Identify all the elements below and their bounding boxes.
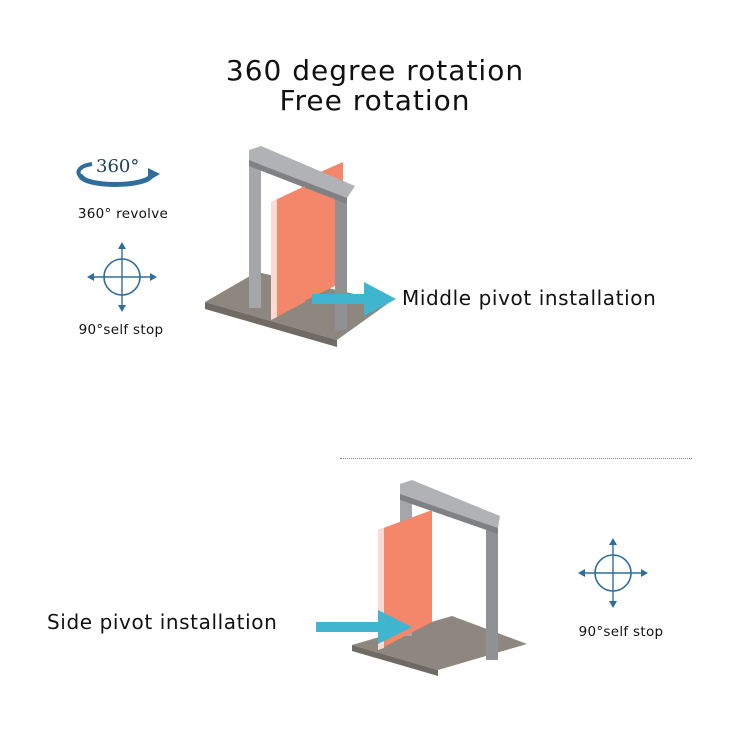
middle-pivot-label: Middle pivot installation — [402, 286, 657, 310]
revolve-label: 360° revolve — [77, 206, 169, 222]
side-pivot-arrow — [316, 610, 412, 644]
middle-pivot-door-illustration — [205, 146, 390, 347]
side-pivot-label: Side pivot installation — [47, 610, 278, 634]
middle-pivot-arrow — [312, 282, 396, 316]
title-line-1: 360 degree rotation — [225, 54, 525, 87]
crosshair-icon — [87, 242, 157, 312]
crosshair-icon-bottom — [578, 538, 648, 608]
rotate-360-icon — [76, 162, 160, 187]
section-divider — [340, 458, 692, 459]
rotate-360-icon-text: 360° — [96, 156, 140, 177]
side-pivot-door-illustration — [352, 480, 527, 676]
self-stop-label-top: 90°self stop — [78, 322, 164, 338]
self-stop-label-bottom: 90°self stop — [578, 624, 664, 640]
title-line-2: Free rotation — [279, 84, 471, 117]
